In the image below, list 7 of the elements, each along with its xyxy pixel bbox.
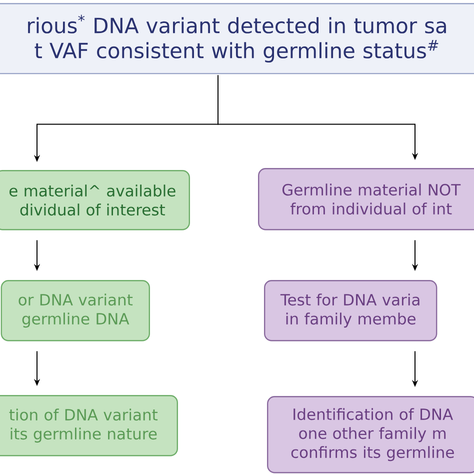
step-box: Identification of DNA one other family m confirms its germline bbox=[267, 396, 474, 474]
step-box: or DNA variant germline DNA bbox=[0, 280, 150, 342]
step-box: Germline material NOT from individual of int bbox=[258, 168, 474, 230]
step-box: Test for DNA varia in family membe bbox=[264, 280, 438, 342]
step-box: e material^ available dividual of interest bbox=[0, 170, 190, 230]
step-box: tion of DNA variant its germline nature bbox=[0, 395, 178, 456]
heading-box: rious$^{*}$ DNA variant detected in tumor sa t VAF consistent with germline status$^{#}$ bbox=[0, 3, 474, 74]
